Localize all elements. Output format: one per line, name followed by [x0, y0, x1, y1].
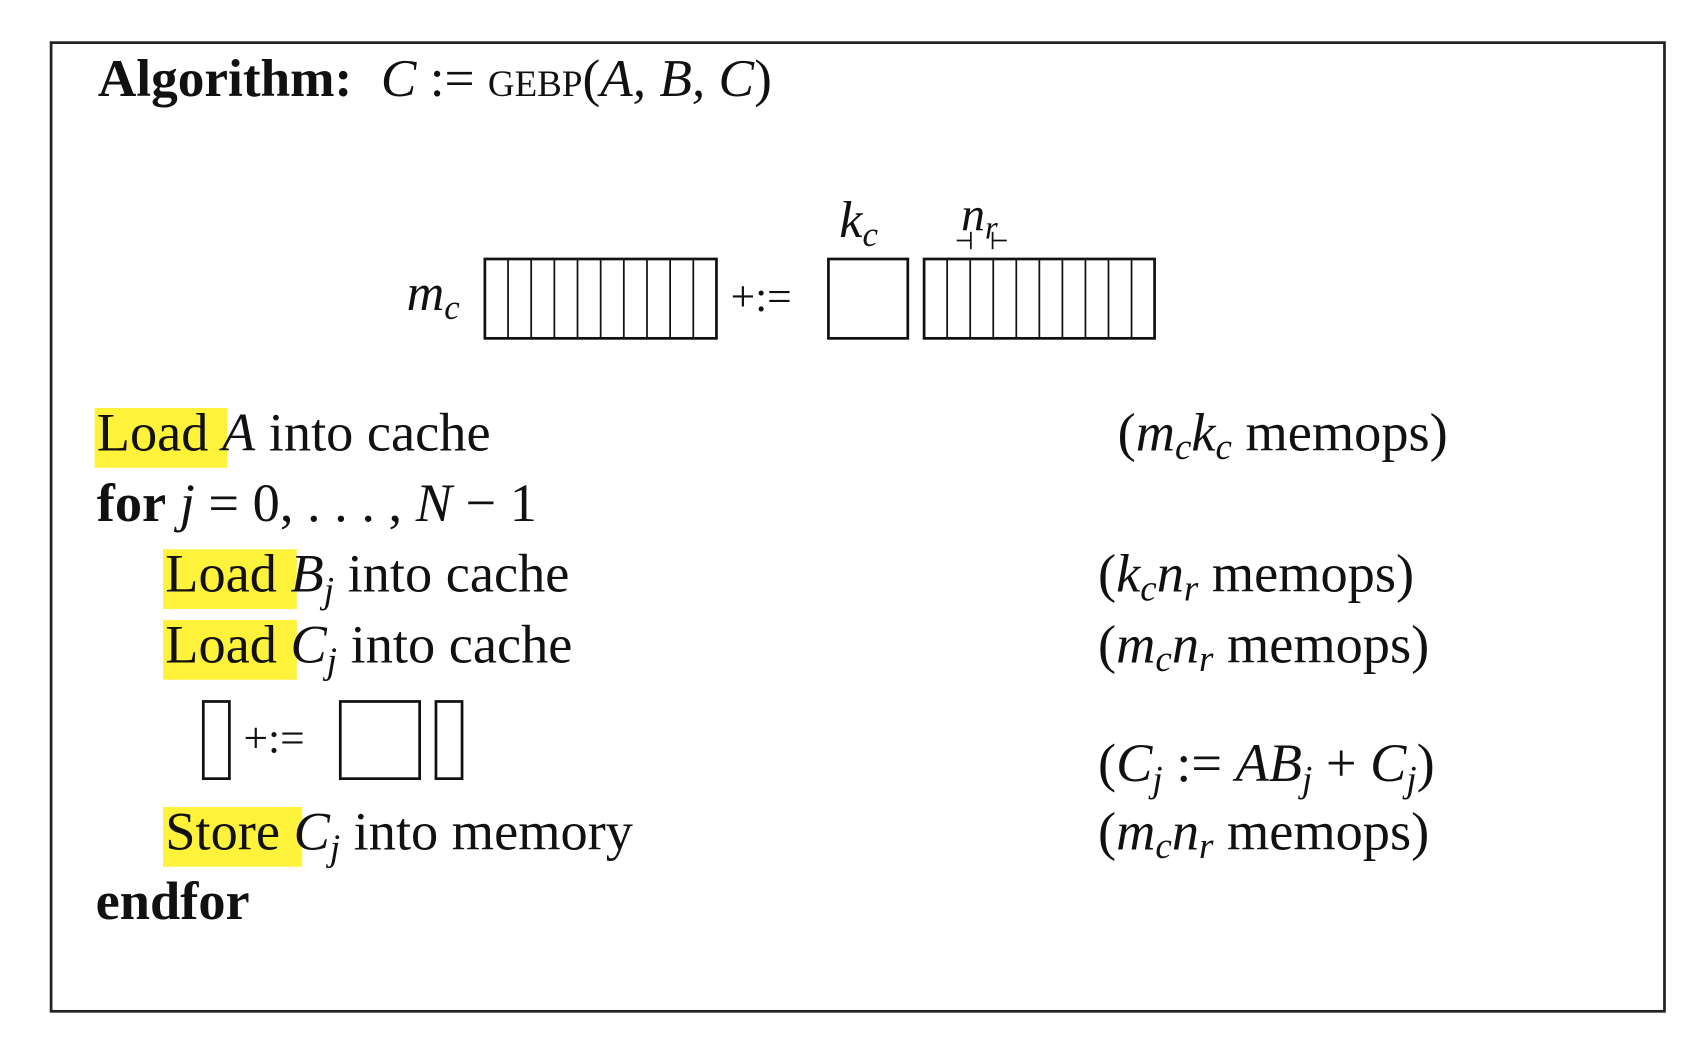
highlight-store-c — [163, 806, 303, 867]
compute-equation: (Cj := ABj + Cj) — [1098, 733, 1435, 800]
figure-frame — [49, 41, 1666, 1013]
micro-kernel-diagram: +:= — [201, 700, 464, 781]
cost-load-b: (kcnr memops) — [1098, 544, 1414, 609]
step-for-loop: for j = 0, . . . , N − 1 — [97, 473, 537, 533]
highlight-load-c — [163, 619, 297, 680]
algorithm-title: Algorithm: C := gebp(A, B, C) — [98, 49, 772, 108]
cost-store-c: (mcnr memops) — [1098, 801, 1429, 866]
matrix-a-block — [827, 257, 910, 340]
highlight-load-b — [163, 549, 297, 610]
highlight-load-a — [94, 407, 228, 468]
step-load-a: Load A into cache — [97, 402, 491, 462]
matrix-b-columns — [946, 258, 1133, 339]
mc-label: mc — [407, 265, 461, 327]
step-endfor: endfor — [96, 871, 250, 931]
a-block — [338, 700, 422, 781]
nr-label: nr — [961, 189, 998, 247]
update-operator: +:= — [731, 273, 792, 321]
bj-block — [434, 700, 464, 781]
cj-block — [201, 700, 231, 781]
cost-load-a: (mckc memops) — [1118, 402, 1448, 467]
gebp-diagram: mc +:= kc nr — [407, 189, 1156, 340]
update-operator-small: +:= — [244, 715, 305, 763]
matrix-c-columns — [507, 258, 695, 339]
step-load-b: Load Bj into cache — [165, 544, 569, 611]
kc-label: kc — [839, 192, 878, 254]
step-load-c: Load Cj into cache — [165, 614, 572, 681]
step-store-c: Store Cj into memory — [165, 801, 633, 868]
nr-width-bracket — [956, 231, 1007, 250]
keyword-highlights — [94, 407, 303, 867]
cost-load-c: (mcnr memops) — [1098, 614, 1429, 679]
